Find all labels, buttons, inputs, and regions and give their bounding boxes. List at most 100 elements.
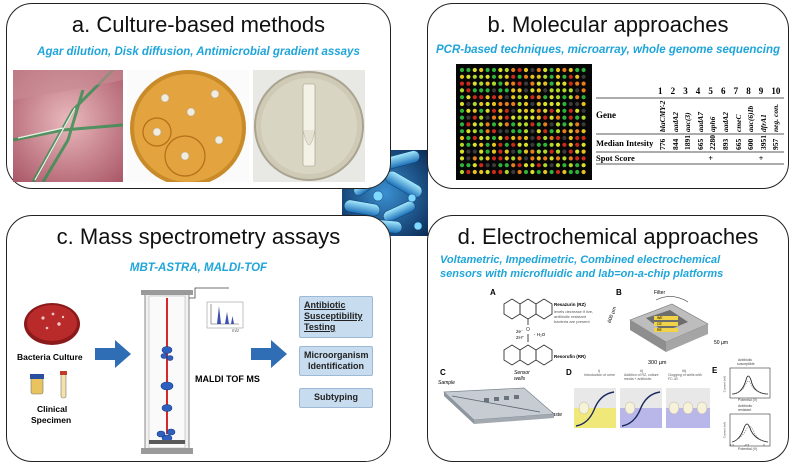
microarray-spot (472, 108, 477, 113)
resazurin-note3: bacteria are present (554, 319, 590, 324)
step3-text: Clogging of wells with FC-40 (668, 373, 702, 381)
microarray-spot (562, 122, 567, 127)
microarray-spot (575, 115, 580, 120)
microarray-spot (466, 88, 471, 93)
microarray-spot (466, 115, 471, 120)
microarray-spot (472, 129, 477, 134)
table-gene-name: aph6 (708, 116, 718, 132)
microarray-spot (517, 88, 522, 93)
table-col-header: 7 (733, 86, 739, 96)
step1-num: i) (598, 368, 601, 373)
microarray-spot (530, 115, 535, 120)
panel-b-title: b. Molecular approaches (487, 12, 729, 37)
microarray-spot (575, 67, 580, 73)
microarray-spot (459, 156, 465, 161)
table-col-header: 8 (746, 86, 751, 96)
table-intensity: 665 (695, 138, 705, 150)
panel-d-subtitle-2: sensors with microfluidic and lab=on-a-c… (440, 268, 724, 280)
microarray-spot (555, 156, 561, 161)
table-gene-name: neg. con. (771, 103, 781, 132)
microarray-spot (466, 67, 471, 73)
microarray-spot (479, 95, 484, 100)
microarray-spot (543, 149, 548, 154)
microarray-spot (549, 115, 554, 120)
microarray-spot (517, 149, 522, 154)
microarray-spot (581, 115, 586, 120)
panel-molecular-approaches: b. Molecular approaches PCR-based techni… (427, 3, 789, 189)
table-intensity: 1891 (683, 135, 693, 150)
microarray-spot (466, 74, 471, 79)
microarray-spot (536, 122, 541, 127)
microarray-spot (549, 135, 554, 141)
microarray-spot (555, 108, 561, 113)
table-intensity: 665 (733, 138, 743, 150)
microarray-spot (517, 122, 522, 127)
id-line1: Microorganism (304, 350, 369, 360)
microarray-spot (523, 163, 529, 168)
microarray-spot (517, 95, 522, 100)
microarray-spot (511, 88, 516, 93)
microarray-spot (543, 95, 548, 100)
microarray-spot (530, 81, 535, 86)
microarray-spot (485, 115, 490, 120)
dim-horizontal: 300 µm (648, 360, 667, 366)
microarray-spot (517, 135, 522, 141)
bacteria-culture-label: Bacteria Culture (17, 352, 83, 362)
microarray-spot (562, 163, 567, 168)
table-intensity: 600 (746, 138, 756, 150)
microarray-spot (466, 129, 471, 134)
plot-x-tick2: 0 (763, 443, 765, 447)
microarray-spot (491, 156, 497, 161)
microarray-spot (517, 74, 522, 79)
microarray-spot (466, 81, 471, 86)
microarray-spot (504, 122, 509, 127)
microarray-spot (523, 149, 529, 154)
subtyping-box: Subtyping (299, 388, 373, 408)
microarray-spot (498, 163, 503, 168)
microarray-spot (530, 108, 535, 113)
microarray-spot (581, 142, 586, 147)
microarray-spot (523, 67, 529, 73)
microarray-spot (575, 101, 580, 107)
microarray-spot (517, 156, 522, 161)
microarray-spot (536, 67, 541, 73)
microarray-spot (466, 156, 471, 161)
resazurin-structure: O (503, 298, 553, 366)
microarray-spot (498, 81, 503, 86)
microarray-spot (530, 156, 535, 161)
figC-letter: C (440, 368, 446, 377)
microarray-spot (581, 169, 586, 175)
microarray-spot (536, 149, 541, 154)
microarray-spot (504, 129, 509, 134)
microarray-spot (555, 115, 561, 120)
microarray-spot (459, 115, 465, 120)
agar-dilution-photo (13, 70, 123, 182)
microarray-spot (562, 95, 567, 100)
microarray-spot (581, 163, 586, 168)
table-intensity: 844 (670, 138, 680, 150)
microarray-spot (523, 135, 529, 141)
microarray-spot (511, 129, 516, 134)
microarray-spot (523, 129, 529, 134)
microarray-spot (517, 108, 522, 113)
microarray-spot (485, 88, 490, 93)
microarray-spot (562, 135, 567, 141)
table-col-header: 10 (771, 86, 781, 96)
panel-a-subtitle: Agar dilution, Disk diffusion, Antimicro… (37, 46, 360, 58)
microarray-spot (504, 135, 509, 141)
microarray-spot (568, 163, 573, 168)
microarray-spot (479, 108, 484, 113)
reaction-water: - H₂O (534, 332, 546, 337)
microarray-spot (536, 95, 541, 100)
microarray-spot (568, 95, 573, 100)
microarray-spot (536, 81, 541, 86)
panel-d-subtitle-1: Voltametric, Impedimetric, Combined elec… (440, 254, 721, 266)
microarray-spot (485, 95, 490, 100)
microarray-spot (472, 74, 477, 79)
table-col-header: 5 (708, 86, 713, 96)
microarray-spot (485, 142, 490, 147)
plot-x-tick0: -1.0 (729, 443, 735, 447)
microarray-spot (523, 74, 529, 79)
sensor-wells-label2: wells (514, 376, 526, 382)
microarray-spot (479, 142, 484, 147)
